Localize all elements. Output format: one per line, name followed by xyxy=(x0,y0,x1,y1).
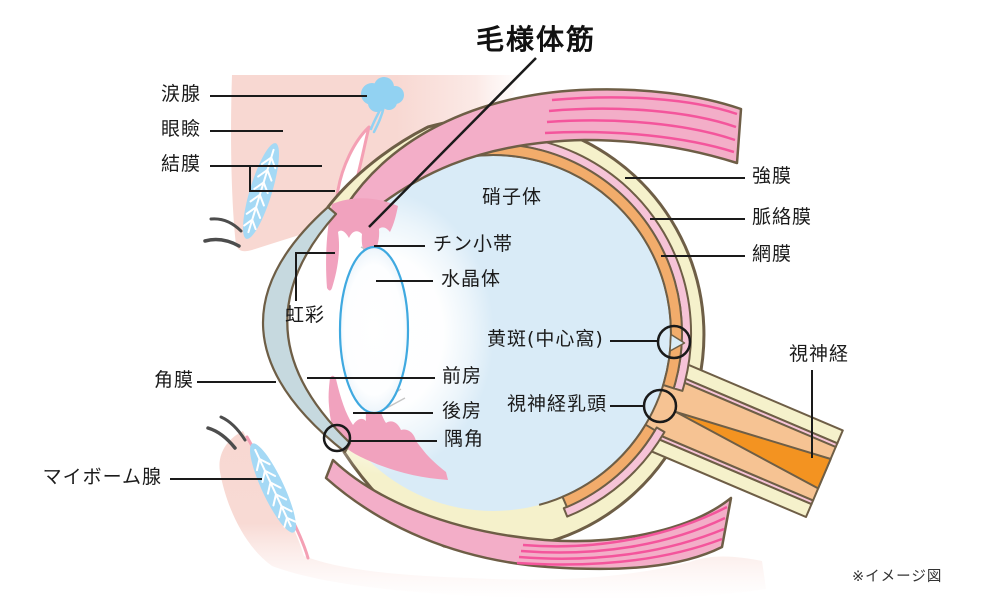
lacrimal-duct xyxy=(369,104,386,134)
muscle-striations xyxy=(544,96,738,154)
muscle-striations xyxy=(516,505,728,566)
nerve-core xyxy=(675,411,832,490)
label-sclera: 強膜 xyxy=(752,165,793,187)
label-choroid: 脈絡膜 xyxy=(752,206,813,228)
ciliary-body-iris xyxy=(326,198,448,480)
label-angle: 隅角 xyxy=(444,428,485,450)
lower-meibomian-gland xyxy=(250,443,297,533)
ciliary-body-upper xyxy=(326,198,398,291)
label-cornea: 角膜 xyxy=(153,369,194,391)
optic-nerve xyxy=(620,351,844,518)
label-lacrimal-gland: 涙腺 xyxy=(160,83,201,105)
angle-circle xyxy=(322,423,352,453)
iris-bracket xyxy=(295,252,335,301)
lower-gland-fishbone xyxy=(254,448,297,528)
label-zonule: チン小帯 xyxy=(433,233,514,255)
label-retina: 網膜 xyxy=(752,243,793,265)
lower-eyelashes xyxy=(206,415,247,450)
label-posterior-chamber: 後房 xyxy=(442,400,483,422)
label-conjunctiva: 結膜 xyxy=(160,153,201,175)
superior-rectus-muscle xyxy=(344,88,743,230)
fovea-notch xyxy=(669,333,686,352)
label-eyelid: 眼瞼 xyxy=(160,118,201,140)
figure-title: 毛様体筋 xyxy=(476,23,597,56)
lens-shape xyxy=(338,245,410,415)
lacrimal-gland xyxy=(361,77,404,134)
label-anterior-chamber: 前房 xyxy=(442,365,483,387)
label-iris: 虹彩 xyxy=(285,304,326,326)
inferior-rectus-muscle xyxy=(324,458,733,571)
label-vitreous-body: 硝子体 xyxy=(482,186,543,208)
label-meibomian-gland: マイボーム腺 xyxy=(42,466,162,488)
conjunctiva-fork-line xyxy=(249,166,335,192)
label-optic-disc: 視神経乳頭 xyxy=(507,393,608,415)
leader-lines xyxy=(170,57,813,480)
optic-disc-circle xyxy=(642,388,678,424)
macula-circle xyxy=(656,324,692,360)
label-optic-nerve: 視神経 xyxy=(789,343,850,365)
ciliary-muscle-line xyxy=(368,57,537,228)
footnote: ※イメージ図 xyxy=(852,569,943,585)
label-lens: 水晶体 xyxy=(441,268,502,290)
ciliary-body-lower xyxy=(328,375,448,480)
retina-layer xyxy=(415,142,683,508)
annotation-circles xyxy=(322,324,692,453)
label-macula: 黄斑(中心窩) xyxy=(487,328,604,350)
upper-eyelashes xyxy=(203,217,243,248)
